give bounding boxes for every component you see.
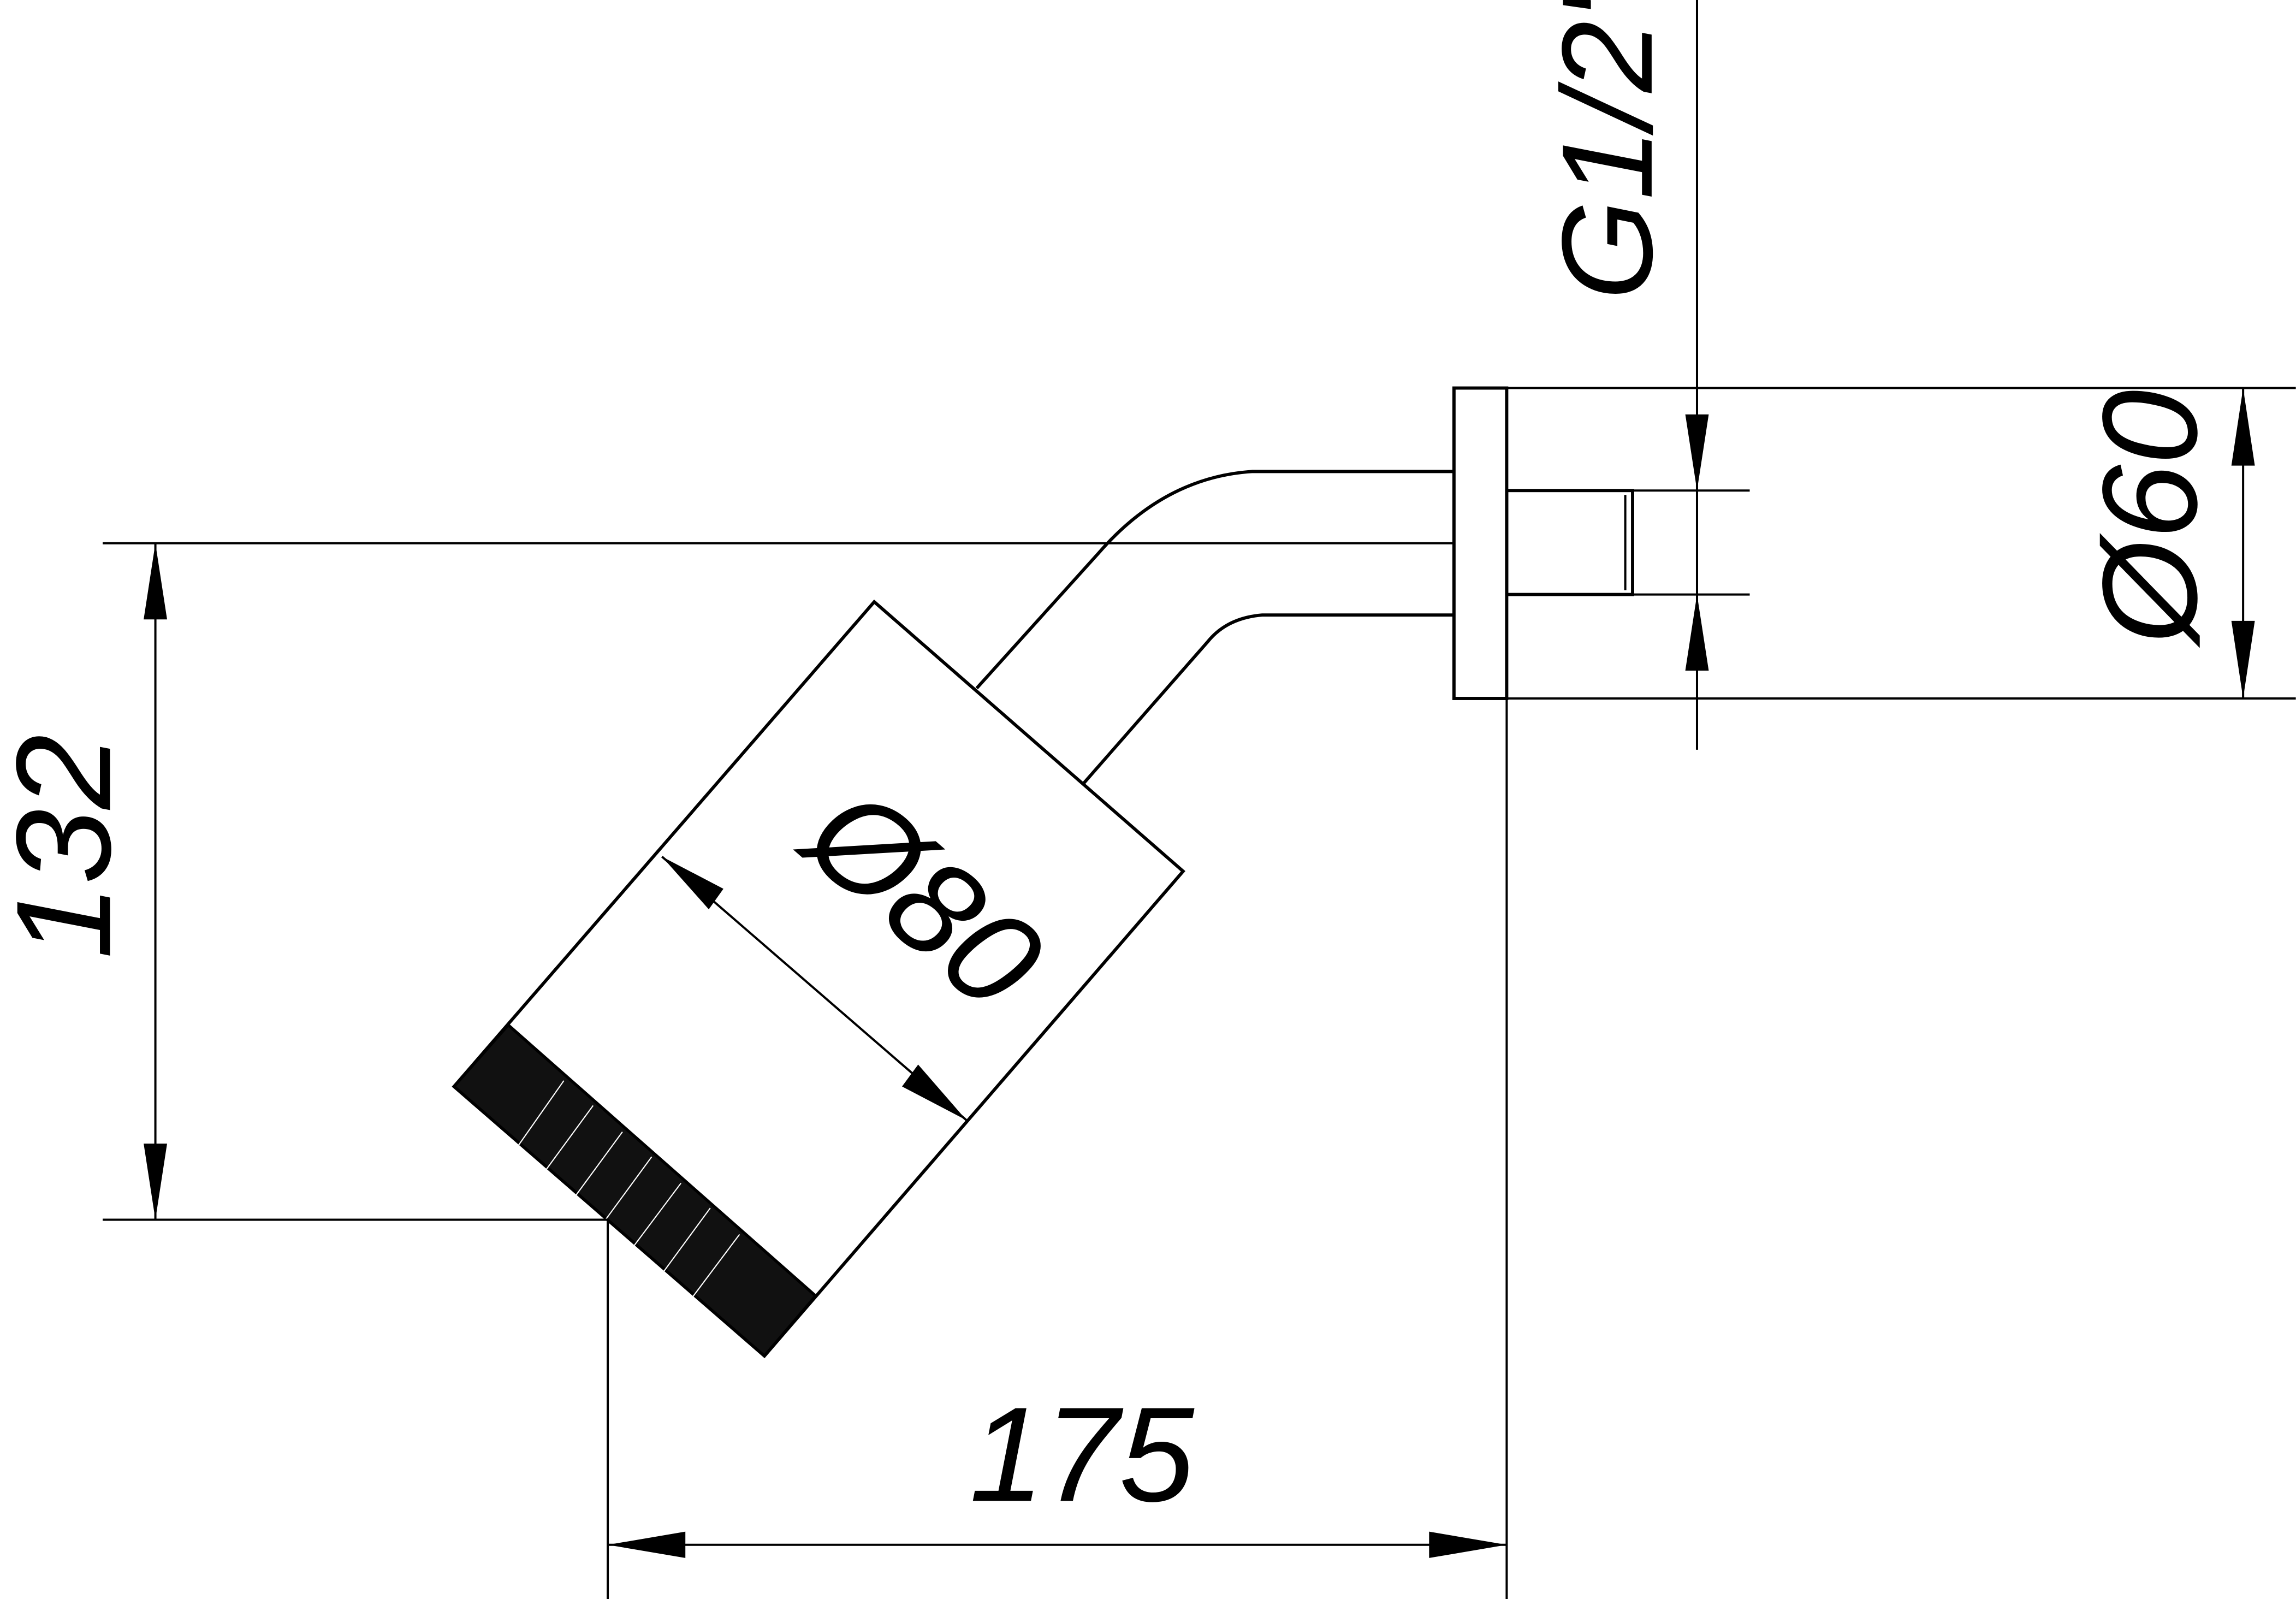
wall-flange (1452, 386, 1509, 700)
dimension-projection-label: 175 (969, 1379, 1194, 1530)
dimension-height-label: 132 (0, 735, 139, 960)
dimension-flange-diameter-label: Ø60 (2075, 390, 2225, 648)
shower-head (452, 599, 1186, 1359)
dimension-thread-label: G1/2" (1535, 0, 1680, 300)
shower-arm-inner (1082, 613, 1454, 785)
thread-connector (1505, 489, 1634, 596)
shower-arm (975, 470, 1454, 690)
shower-head-nozzle-face (452, 1023, 818, 1358)
dimension-head-diameter-label: Ø80 (776, 755, 1070, 1038)
